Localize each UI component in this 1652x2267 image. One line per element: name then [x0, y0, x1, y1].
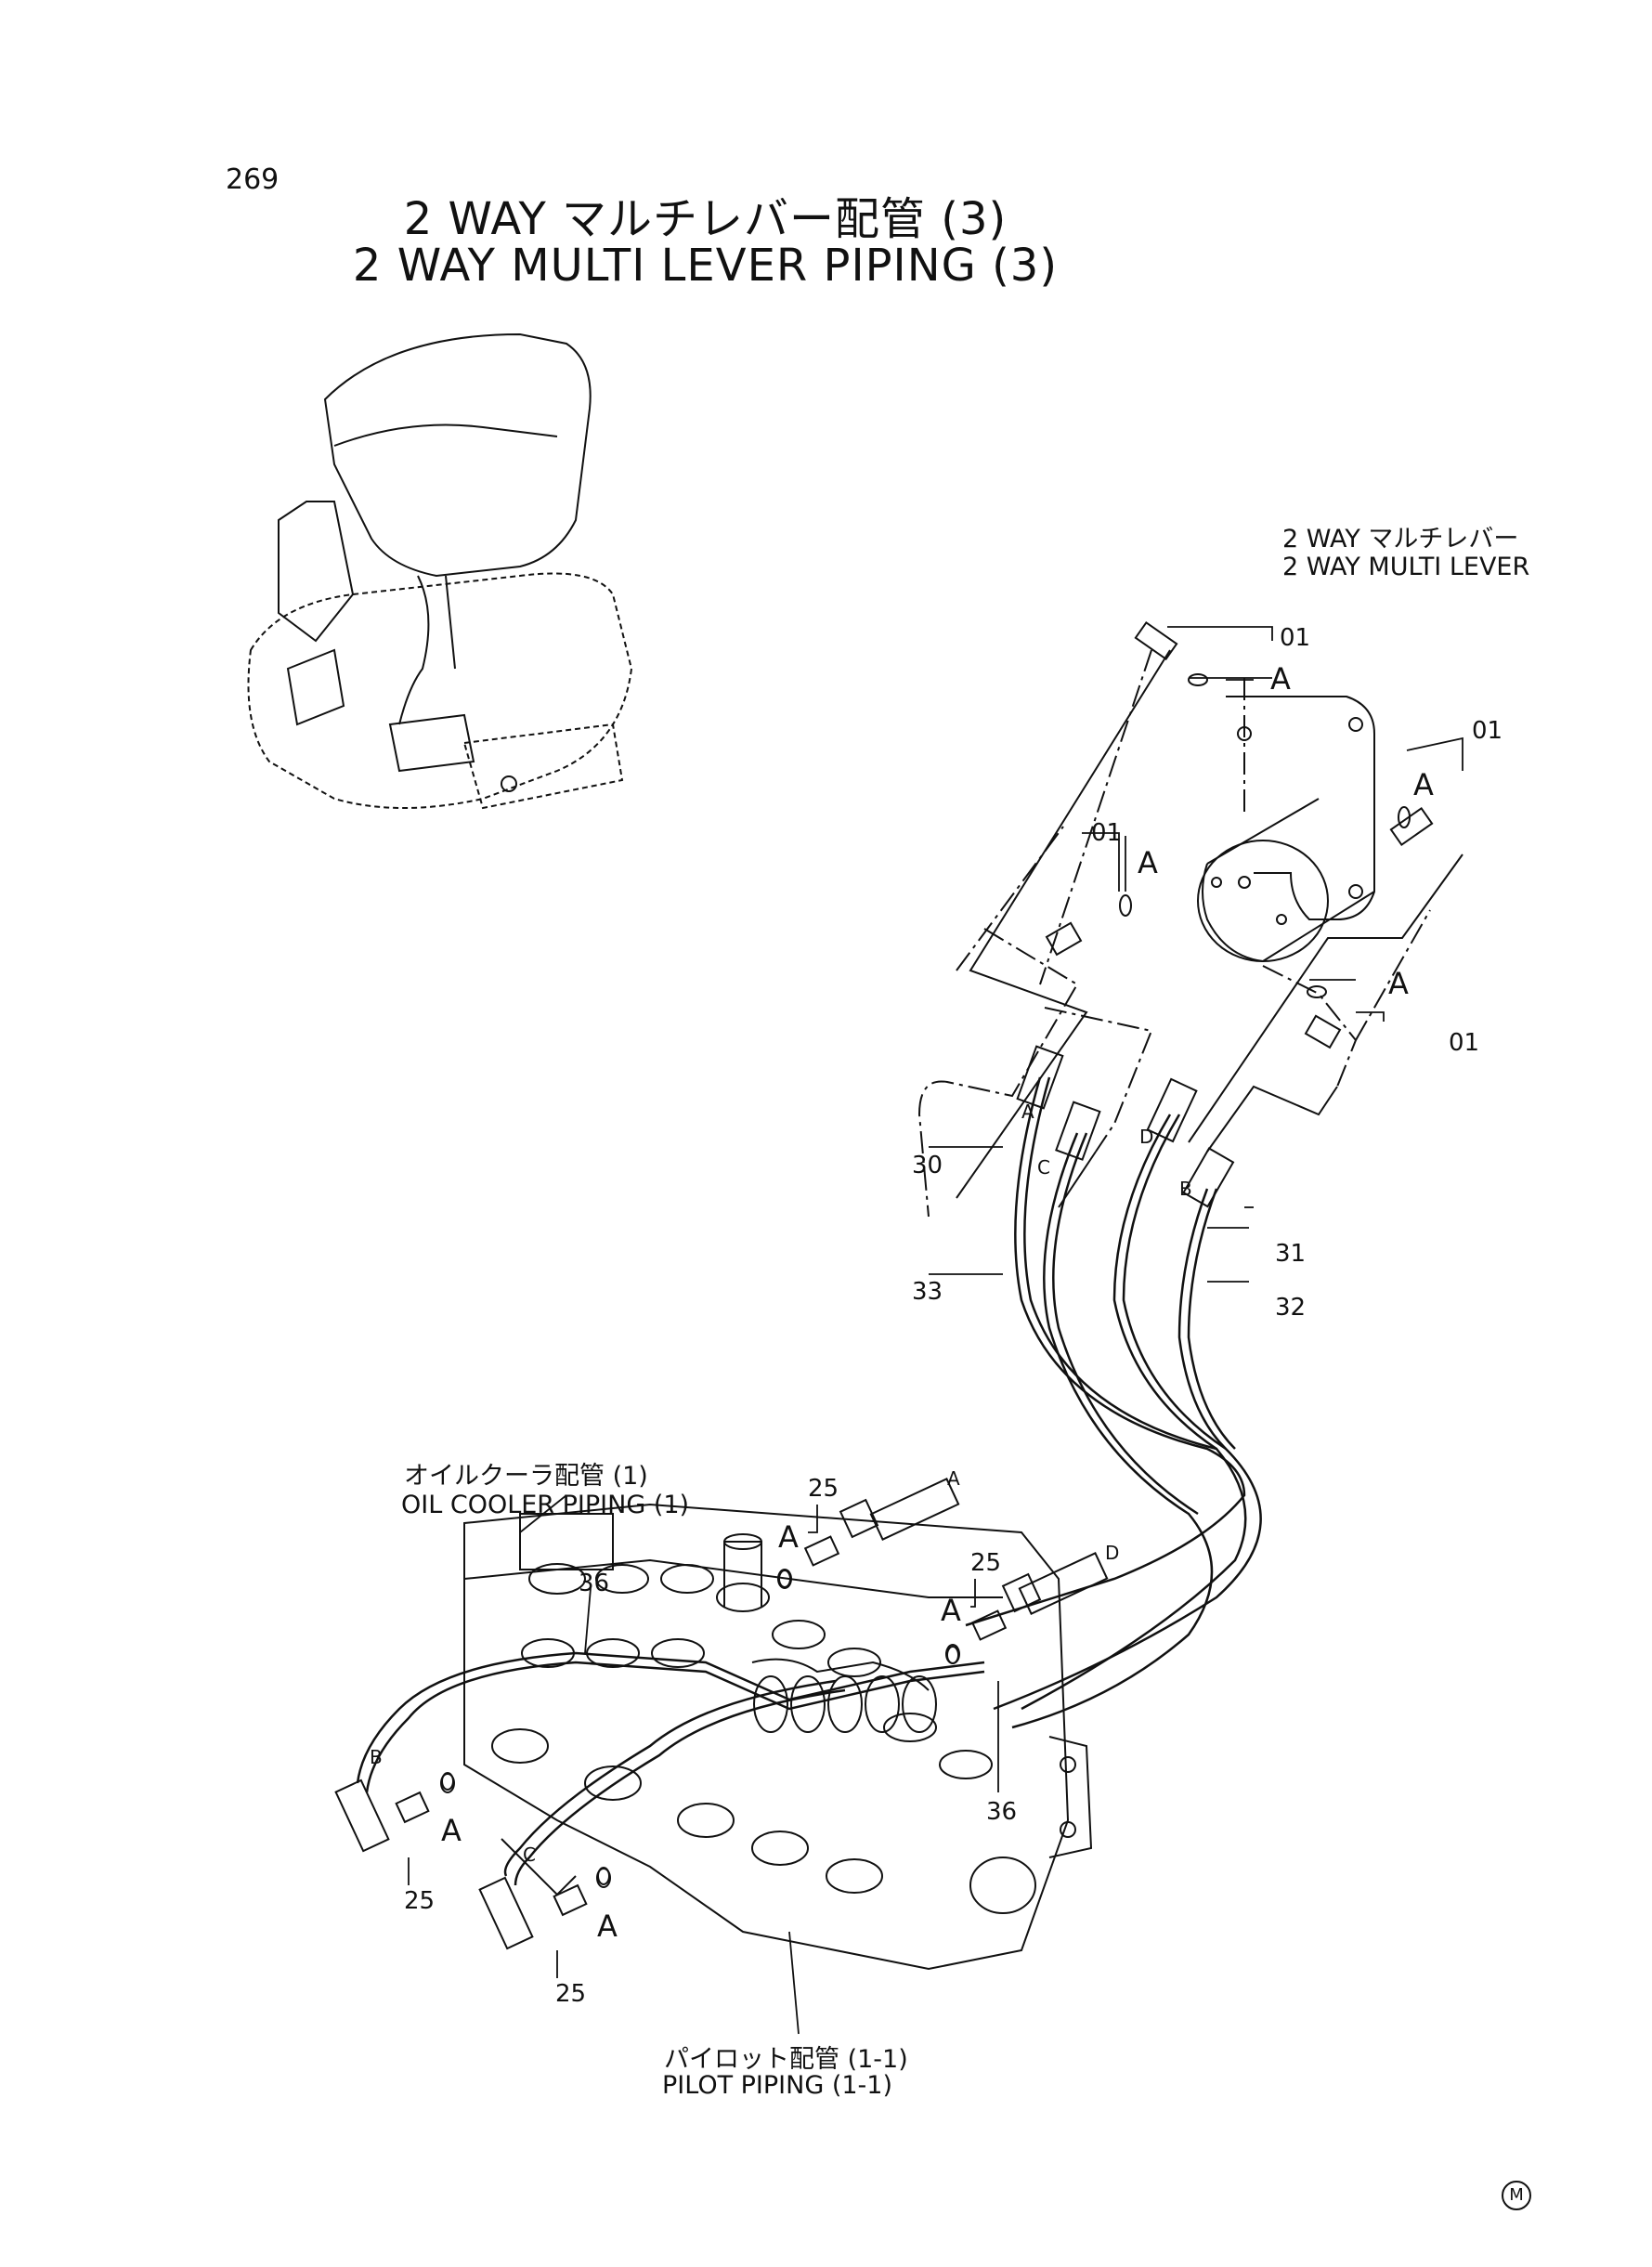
- multi-lever-label-jp: 2 WAY マルチレバー: [1282, 525, 1519, 554]
- line-d: [1188, 853, 1463, 1143]
- line-b: [1206, 1085, 1338, 1153]
- part-number-25: 25: [555, 1980, 587, 2008]
- excavator-cab-illustration: [247, 332, 633, 810]
- letter-a: A: [778, 1519, 799, 1555]
- part-number-33: 33: [912, 1278, 943, 1306]
- part-number-25: 25: [404, 1887, 436, 1915]
- part-number-31: 31: [1275, 1240, 1307, 1268]
- part-number-32: 32: [1275, 1294, 1307, 1322]
- pilot-piping-label-en: PILOT PIPING (1-1): [662, 2071, 893, 2100]
- part-number-01: 01: [1280, 624, 1311, 652]
- page-title-jp: 2 WAY マルチレバー配管 (3): [403, 193, 1008, 245]
- part-number-36: 36: [986, 1798, 1018, 1826]
- hose-letter-c: C: [523, 1844, 536, 1866]
- hose-letter-a: A: [947, 1467, 960, 1490]
- part-number-25: 25: [808, 1475, 839, 1503]
- corner-m-mark: M: [1502, 2181, 1531, 2210]
- fittings: [334, 620, 1434, 1950]
- part-leaders: [408, 626, 1463, 2035]
- page-title-en: 2 WAY MULTI LEVER PIPING (3): [352, 240, 1059, 292]
- letter-a: A: [1138, 845, 1158, 880]
- part-number-01: 01: [1449, 1029, 1480, 1057]
- part-number-30: 30: [912, 1152, 943, 1179]
- hose-letter-b: B: [370, 1746, 383, 1768]
- o-rings: [441, 1570, 959, 1885]
- oil-cooler-label-en: OIL COOLER PIPING (1): [401, 1491, 690, 1519]
- part-number-01: 01: [1091, 819, 1123, 847]
- hose-letter-a: A: [1021, 1101, 1034, 1123]
- letter-a: A: [441, 1813, 462, 1848]
- hose-letter-b: B: [1179, 1178, 1192, 1200]
- letter-a: A: [597, 1909, 618, 1944]
- leader-lines: [917, 649, 1431, 1218]
- hose-letter-d: D: [1139, 1126, 1154, 1148]
- part-number-01: 01: [1472, 717, 1503, 745]
- multi-lever-label-en: 2 WAY MULTI LEVER: [1282, 553, 1530, 581]
- pilot-piping-label-jp: パイロット配管 (1-1): [664, 2045, 908, 2074]
- part-number-36: 36: [579, 1570, 610, 1597]
- letter-a: A: [941, 1593, 961, 1628]
- hose-letter-c: C: [1037, 1156, 1050, 1179]
- part-number-25: 25: [970, 1549, 1002, 1577]
- oil-cooler-label-jp: オイルクーラ配管 (1): [404, 1462, 648, 1491]
- letter-a: A: [1413, 767, 1434, 802]
- line-a: [956, 649, 1171, 1199]
- page-number: 269: [226, 163, 280, 196]
- hose-letter-d: D: [1105, 1542, 1120, 1564]
- letter-a: A: [1270, 661, 1291, 697]
- letter-a: A: [1388, 966, 1409, 1001]
- multi-lever-body: [1197, 696, 1375, 962]
